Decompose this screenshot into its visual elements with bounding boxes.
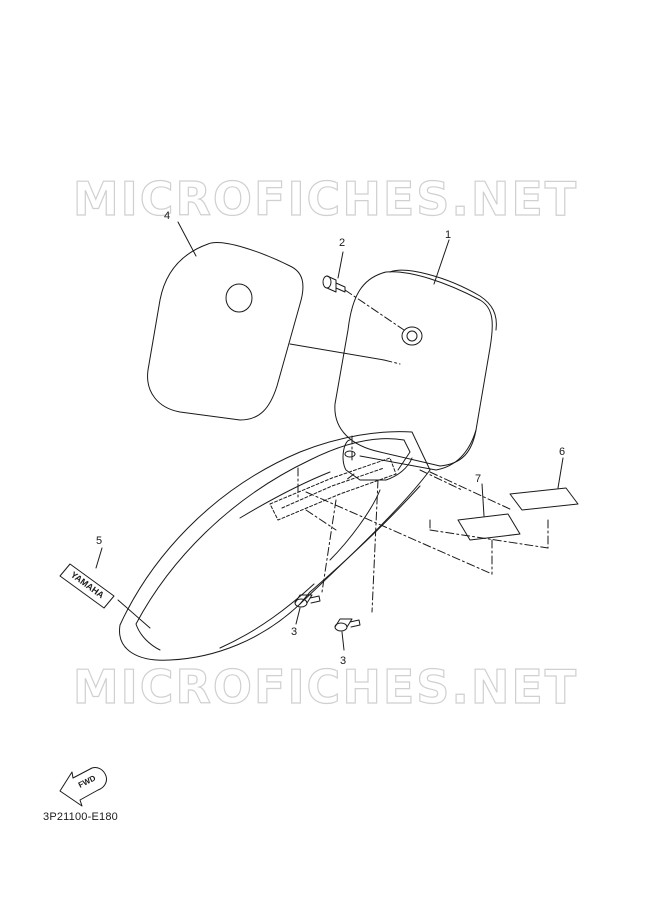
part-6-decal[interactable]	[509, 487, 579, 511]
callout-1: 1	[445, 229, 452, 241]
part-7-decal[interactable]	[457, 513, 521, 541]
part-3-screw-right[interactable]	[334, 618, 361, 632]
callout-2: 2	[339, 237, 346, 249]
callout-5: 5	[96, 535, 103, 547]
callout-3-right: 3	[340, 655, 347, 667]
part-4-side-plate[interactable]	[147, 242, 304, 421]
callout-7: 7	[475, 473, 482, 485]
callout-4: 4	[164, 210, 171, 222]
assembly-lines	[297, 289, 549, 613]
part-2-screw[interactable]	[322, 275, 346, 293]
rear-fender[interactable]	[119, 431, 431, 661]
diagram-code: 3P21100-E180	[43, 811, 118, 823]
fwd-label: FWD	[77, 773, 98, 789]
leader-lines	[95, 221, 564, 651]
part-5-yamaha-decal[interactable]: YAMAHA	[59, 563, 115, 609]
fwd-arrow-icon: FWD	[59, 767, 107, 807]
callout-3-left: 3	[291, 626, 298, 638]
part-1-number-plate[interactable]	[334, 269, 497, 471]
callout-6: 6	[559, 446, 566, 458]
